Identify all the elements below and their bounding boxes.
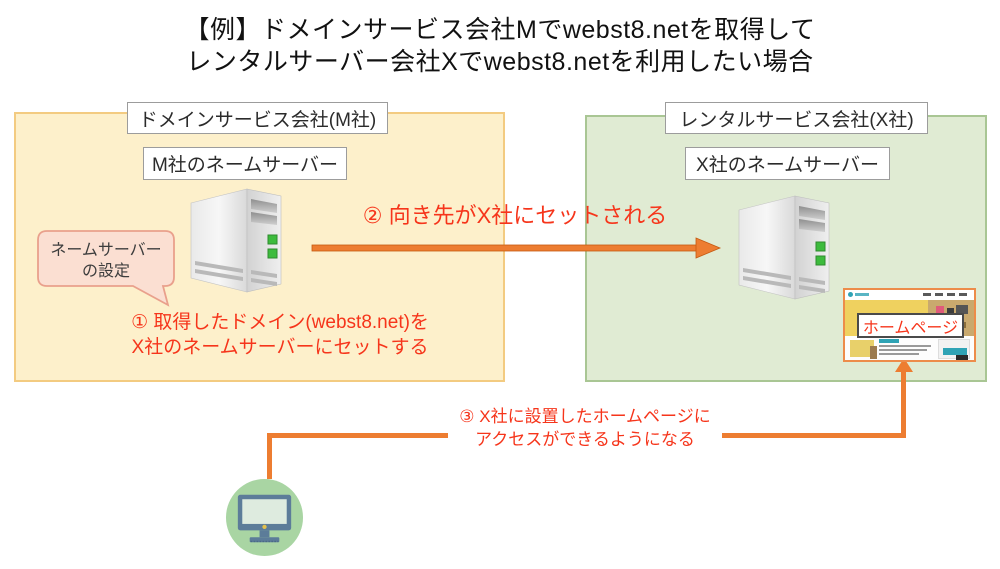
page-title-line2: レンタルサーバー会社Xでwebst8.netを利用したい場合 bbox=[186, 48, 814, 76]
sidebar-button bbox=[943, 348, 967, 355]
step3-line2: アクセスができるようになる bbox=[475, 430, 695, 449]
right-arrow-icon bbox=[310, 237, 722, 264]
article-text-line bbox=[879, 353, 919, 355]
homepage-label: ホームページ bbox=[857, 313, 964, 338]
article-text-line bbox=[879, 349, 927, 351]
bubble-line2: の設定 bbox=[81, 263, 130, 280]
rental-company-label: レンタルサービス会社(X社) bbox=[665, 102, 928, 134]
step3-line1: ③ X社に設置したホームページに bbox=[459, 407, 711, 426]
webst8-logo-text bbox=[855, 293, 869, 296]
article-text-line bbox=[879, 345, 931, 347]
hero-photo-tool bbox=[956, 305, 968, 314]
step1-line1: ① 取得したドメイン(webst8.net)を bbox=[131, 312, 429, 333]
mini-browser-header bbox=[845, 290, 974, 300]
server-icon bbox=[733, 189, 837, 308]
step1-note: ① 取得したドメイン(webst8.net)を X社のネームサーバーにセットする bbox=[75, 310, 485, 360]
sidebar-card bbox=[938, 339, 970, 359]
article-thumbnail-person bbox=[870, 346, 877, 359]
nameserver-setting-bubble bbox=[37, 230, 187, 312]
page-title: 【例】ドメインサービス会社Mでwebst8.netを取得して レンタルサーバー会… bbox=[0, 14, 1000, 78]
rental-nameserver-label: X社のネームサーバー bbox=[685, 147, 890, 180]
camera-photo bbox=[956, 355, 968, 360]
domain-company-label: ドメインサービス会社(M社) bbox=[127, 102, 388, 134]
step2-note: ② 向き先がX社にセットされる bbox=[362, 203, 668, 228]
page-title-line1: 【例】ドメインサービス会社Mでwebst8.netを取得して bbox=[184, 16, 816, 44]
bubble-line1: ネームサーバー bbox=[50, 242, 162, 259]
client-computer-icon bbox=[225, 478, 304, 557]
step1-line2: X社のネームサーバーにセットする bbox=[131, 337, 429, 358]
server-icon bbox=[185, 182, 289, 301]
step3-note: ③ X社に設置したホームページに アクセスができるようになる bbox=[448, 405, 722, 451]
domain-nameserver-label: M社のネームサーバー bbox=[143, 147, 347, 180]
webst8-logo-icon bbox=[848, 292, 853, 297]
mini-browser-content bbox=[845, 336, 974, 360]
article-thumbnail bbox=[850, 340, 877, 359]
step3-line-horizontal-left bbox=[267, 433, 458, 438]
step3-line-vertical-homepage bbox=[901, 371, 906, 438]
mini-browser-nav bbox=[923, 293, 971, 296]
article-badge bbox=[879, 339, 899, 343]
step3-line-vertical-client bbox=[267, 433, 272, 479]
step3-line-horizontal-right bbox=[718, 433, 906, 438]
bubble-text: ネームサーバー の設定 bbox=[42, 240, 170, 282]
